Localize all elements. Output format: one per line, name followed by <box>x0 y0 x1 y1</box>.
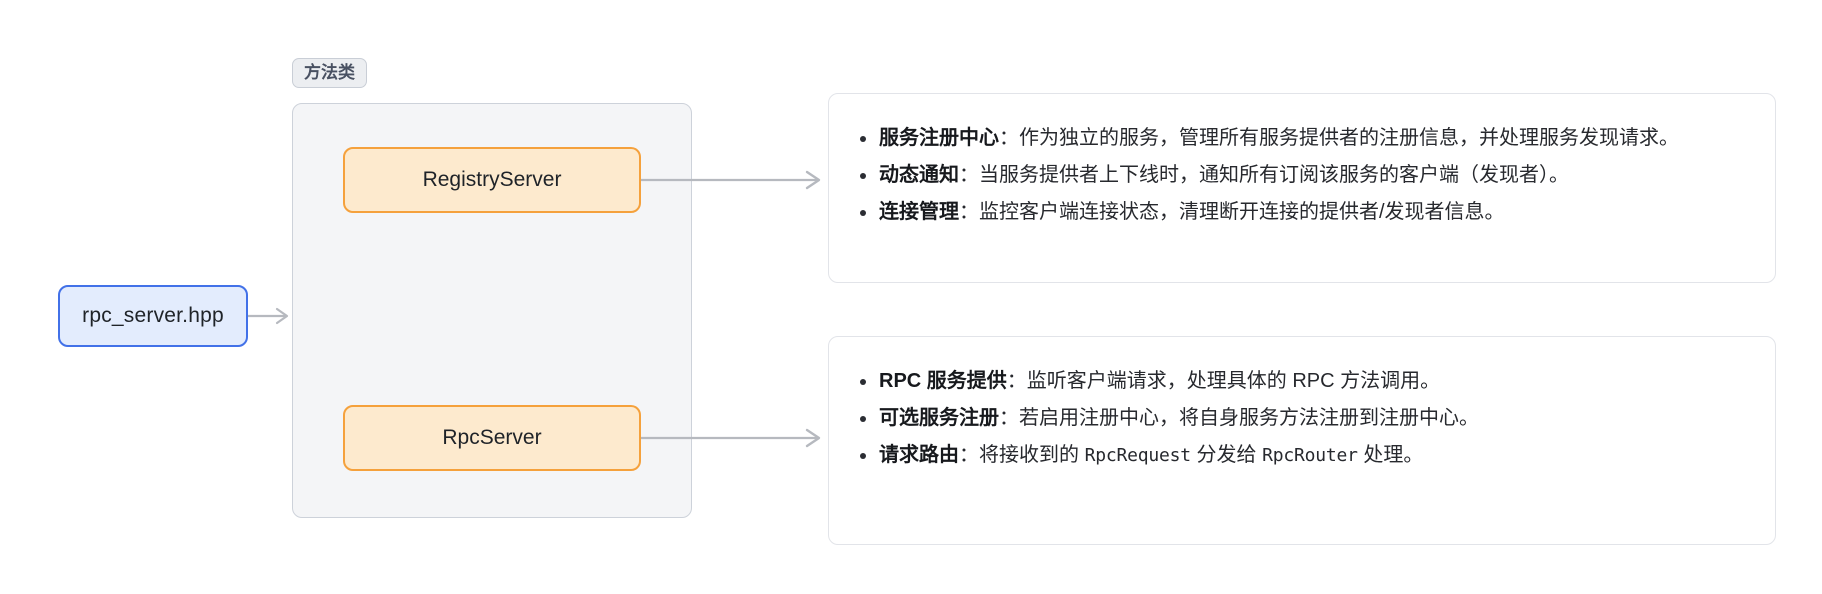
group-badge-label: 方法类 <box>304 63 355 82</box>
node-label: RpcServer <box>442 426 542 449</box>
list-item-term: 可选服务注册 <box>879 407 999 429</box>
node-label: RegistryServer <box>422 168 562 191</box>
connector-registryserver-to-panel <box>641 170 821 190</box>
code-reference-rpcrouter: RpcRouter <box>1262 445 1358 466</box>
code-reference-rpcrequest: RpcRequest <box>1084 445 1192 466</box>
list-item-separator: ： <box>959 201 979 223</box>
list-item: 可选服务注册：若启用注册中心，将自身服务方法注册到注册中心。 <box>860 400 1745 437</box>
list-item-term: RPC 服务提供 <box>879 370 1007 392</box>
list-item: RPC 服务提供：监听客户端请求，处理具体的 RPC 方法调用。 <box>860 363 1745 400</box>
list-item: 动态通知：当服务提供者上下线时，通知所有订阅该服务的客户端（发现者）。 <box>860 157 1745 194</box>
list-item-description: 若启用注册中心，将自身服务方法注册到注册中心。 <box>1019 407 1479 429</box>
list-item-separator: ： <box>999 407 1019 429</box>
list-item-description-post: 处理。 <box>1357 444 1424 466</box>
connector-file-to-group <box>248 307 289 325</box>
list-item-separator: ： <box>999 127 1019 149</box>
list-item-separator: ： <box>1006 370 1027 392</box>
list-item-description-mid: 分发给 <box>1190 444 1263 466</box>
node-rpc-server-hpp[interactable]: rpc_server.hpp <box>58 285 248 347</box>
list-item: 服务注册中心：作为独立的服务，管理所有服务提供者的注册信息，并处理服务发现请求。 <box>860 120 1745 157</box>
list-item-term: 服务注册中心 <box>879 127 999 149</box>
list-item-term: 请求路由 <box>879 444 959 466</box>
list-item-separator: ： <box>959 444 979 466</box>
list-item-description: 监控客户端连接状态，清理断开连接的提供者/发现者信息。 <box>979 201 1505 223</box>
panel-registryserver-description: 服务注册中心：作为独立的服务，管理所有服务提供者的注册信息，并处理服务发现请求。… <box>828 93 1776 283</box>
list-item-description-pre: 将接收到的 <box>979 444 1085 466</box>
description-list: 服务注册中心：作为独立的服务，管理所有服务提供者的注册信息，并处理服务发现请求。… <box>853 120 1745 231</box>
group-badge-method-class: 方法类 <box>292 58 367 88</box>
list-item-term: 连接管理 <box>879 201 959 223</box>
list-item-description: 监听客户端请求，处理具体的 RPC 方法调用。 <box>1026 370 1441 392</box>
node-rpcserver[interactable]: RpcServer <box>343 405 641 471</box>
list-item-description: 作为独立的服务，管理所有服务提供者的注册信息，并处理服务发现请求。 <box>1019 127 1679 149</box>
panel-rpcserver-description: RPC 服务提供：监听客户端请求，处理具体的 RPC 方法调用。 可选服务注册：… <box>828 336 1776 545</box>
description-list: RPC 服务提供：监听客户端请求，处理具体的 RPC 方法调用。 可选服务注册：… <box>853 363 1745 474</box>
list-item: 连接管理：监控客户端连接状态，清理断开连接的提供者/发现者信息。 <box>860 194 1745 231</box>
connector-rpcserver-to-panel <box>641 428 821 448</box>
list-item-separator: ： <box>959 164 979 186</box>
list-item-term: 动态通知 <box>879 164 959 186</box>
list-item-description: 当服务提供者上下线时，通知所有订阅该服务的客户端（发现者）。 <box>979 164 1569 186</box>
list-item: 请求路由：将接收到的 RpcRequest 分发给 RpcRouter 处理。 <box>860 437 1745 474</box>
node-label: rpc_server.hpp <box>82 304 224 327</box>
node-registryserver[interactable]: RegistryServer <box>343 147 641 213</box>
